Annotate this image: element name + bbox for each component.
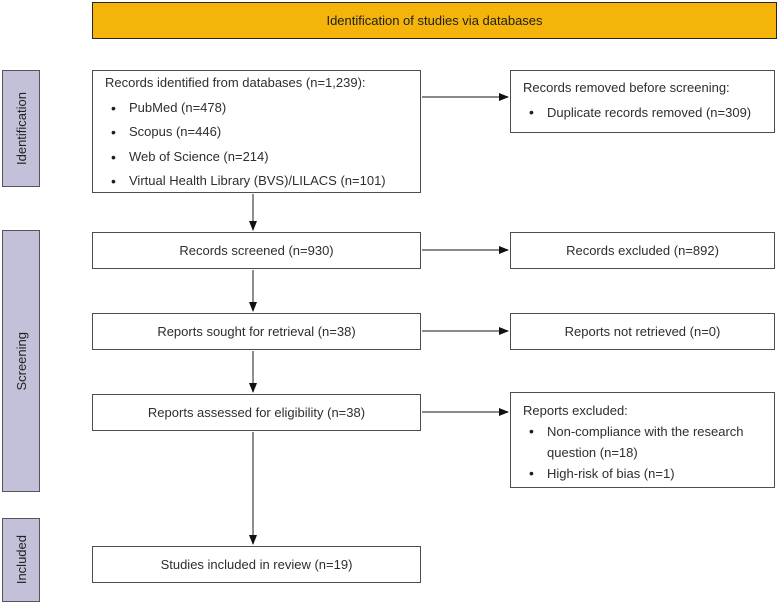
box-records-identified-title: Records identified from databases (n=1,2…	[105, 75, 366, 90]
box-studies-included: Studies included in review (n=19)	[92, 546, 421, 583]
diagram-header-banner: Identification of studies via databases	[92, 2, 777, 39]
box-reports-excluded-title: Reports excluded:	[523, 403, 628, 418]
stage-identification: Identification	[2, 70, 40, 187]
list-item: Web of Science (n=214)	[105, 145, 412, 170]
list-item: High-risk of bias (n=1)	[523, 463, 768, 484]
box-reports-assessed-label: Reports assessed for eligibility (n=38)	[147, 405, 366, 420]
stage-screening: Screening	[2, 230, 40, 492]
box-studies-included-label: Studies included in review (n=19)	[160, 557, 353, 572]
list-item: Non-compliance with the research questio…	[523, 421, 768, 463]
records-identified-list: PubMed (n=478) Scopus (n=446) Web of Sci…	[105, 96, 412, 194]
box-reports-excluded: Reports excluded: Non-compliance with th…	[510, 392, 775, 488]
diagram-header-title: Identification of studies via databases	[326, 13, 543, 28]
list-item: Virtual Health Library (BVS)/LILACS (n=1…	[105, 169, 412, 194]
box-records-removed-title: Records removed before screening:	[523, 80, 730, 95]
box-reports-sought-label: Reports sought for retrieval (n=38)	[157, 324, 356, 339]
stage-included: Included	[2, 518, 40, 602]
records-removed-list: Duplicate records removed (n=309)	[523, 100, 768, 125]
box-reports-not-retrieved: Reports not retrieved (n=0)	[510, 313, 775, 350]
box-records-excluded-label: Records excluded (n=892)	[566, 243, 719, 258]
stage-included-label: Included	[13, 535, 29, 585]
stage-screening-label: Screening	[13, 331, 29, 391]
box-reports-assessed: Reports assessed for eligibility (n=38)	[92, 394, 421, 431]
stage-identification-label: Identification	[13, 92, 29, 165]
box-records-removed: Records removed before screening: Duplic…	[510, 70, 775, 133]
box-records-screened-label: Records screened (n=930)	[179, 243, 334, 258]
list-item: Scopus (n=446)	[105, 120, 412, 145]
box-reports-sought: Reports sought for retrieval (n=38)	[92, 313, 421, 350]
box-records-excluded: Records excluded (n=892)	[510, 232, 775, 269]
box-records-screened: Records screened (n=930)	[92, 232, 421, 269]
box-records-identified: Records identified from databases (n=1,2…	[92, 70, 421, 193]
list-item: PubMed (n=478)	[105, 96, 412, 121]
reports-excluded-list: Non-compliance with the research questio…	[523, 421, 768, 484]
box-reports-not-retrieved-label: Reports not retrieved (n=0)	[564, 324, 721, 339]
list-item: Duplicate records removed (n=309)	[523, 100, 768, 125]
